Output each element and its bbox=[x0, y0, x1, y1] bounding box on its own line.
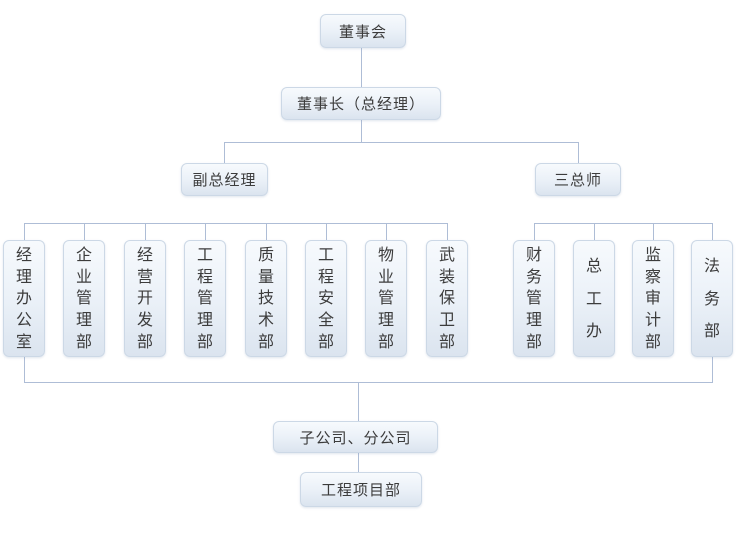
dept-armed-security: 武装保卫部 bbox=[426, 240, 468, 357]
dept-label: 物业管理部 bbox=[377, 244, 394, 352]
dept-legal-affairs: 法务部 bbox=[691, 240, 733, 357]
dept-quality-technology: 质量技术部 bbox=[245, 240, 287, 357]
connector-dept-stub bbox=[266, 223, 267, 240]
connector-project-dept-drop bbox=[358, 453, 359, 472]
dept-label: 企业管理部 bbox=[75, 244, 92, 352]
connector-chairman-drop bbox=[361, 120, 362, 142]
node-project-dept-label: 工程项目部 bbox=[320, 481, 401, 499]
dept-supervision-audit: 监察审计部 bbox=[632, 240, 674, 357]
connector-dept-stub bbox=[145, 223, 146, 240]
connector-subsidiaries-drop bbox=[358, 382, 359, 421]
dept-label: 监察审计部 bbox=[644, 244, 661, 352]
dept-label: 武装保卫部 bbox=[438, 244, 455, 352]
node-chairman-label: 董事长（总经理） bbox=[296, 95, 425, 113]
connector-dept-stub bbox=[205, 223, 206, 240]
dept-label: 质量技术部 bbox=[257, 244, 274, 352]
dept-label: 工程安全部 bbox=[317, 244, 334, 352]
connector-dept-stub bbox=[84, 223, 85, 240]
dept-property-management: 物业管理部 bbox=[365, 240, 407, 357]
connector-dept-stub bbox=[594, 223, 595, 240]
dept-label: 工程管理部 bbox=[196, 244, 213, 352]
node-board-label: 董事会 bbox=[338, 22, 387, 41]
connector-dept-stub bbox=[386, 223, 387, 240]
connector-dept-stub bbox=[24, 223, 25, 240]
dept-chief-engineer-office: 总工办 bbox=[573, 240, 615, 357]
connector-dept-stub bbox=[534, 223, 535, 240]
connector-three-chiefs-stub bbox=[578, 142, 579, 163]
dept-label: 经理办公室 bbox=[15, 244, 32, 352]
connector-level3-rail bbox=[224, 142, 579, 143]
dept-label: 经营开发部 bbox=[136, 244, 153, 352]
connector-board-chairman bbox=[361, 48, 362, 87]
connector-dept-stub bbox=[712, 223, 713, 240]
connector-deputy-gm-stub bbox=[224, 142, 225, 163]
connector-dept-stub bbox=[653, 223, 654, 240]
connector-left-group-rail bbox=[24, 223, 448, 224]
connector-dept-stub bbox=[447, 223, 448, 240]
node-board: 董事会 bbox=[320, 14, 406, 48]
node-subsidiaries-label: 子公司、分公司 bbox=[299, 428, 412, 447]
dept-business-development: 经营开发部 bbox=[124, 240, 166, 357]
connector-bottom-rail bbox=[24, 382, 713, 383]
dept-engineering-management: 工程管理部 bbox=[184, 240, 226, 357]
dept-finance-management: 财务管理部 bbox=[513, 240, 555, 357]
dept-engineering-safety: 工程安全部 bbox=[305, 240, 347, 357]
node-subsidiaries-branches: 子公司、分公司 bbox=[273, 421, 438, 453]
node-chairman-general-manager: 董事长（总经理） bbox=[281, 87, 441, 120]
connector-right-group-rail bbox=[534, 223, 713, 224]
node-deputy-gm-label: 副总经理 bbox=[192, 171, 257, 189]
dept-label: 法务部 bbox=[703, 255, 720, 341]
dept-manager-office: 经理办公室 bbox=[3, 240, 45, 357]
dept-enterprise-management: 企业管理部 bbox=[63, 240, 105, 357]
node-deputy-general-manager: 副总经理 bbox=[181, 163, 268, 196]
node-three-chief-engineers: 三总师 bbox=[535, 163, 621, 196]
dept-label: 总工办 bbox=[585, 255, 602, 341]
node-engineering-project-dept: 工程项目部 bbox=[300, 472, 422, 507]
node-three-chiefs-label: 三总师 bbox=[553, 171, 602, 189]
connector-dept-stub bbox=[326, 223, 327, 240]
dept-label: 财务管理部 bbox=[525, 244, 542, 352]
connector-bottom-left-stub bbox=[24, 357, 25, 382]
connector-bottom-right-stub bbox=[712, 357, 713, 382]
